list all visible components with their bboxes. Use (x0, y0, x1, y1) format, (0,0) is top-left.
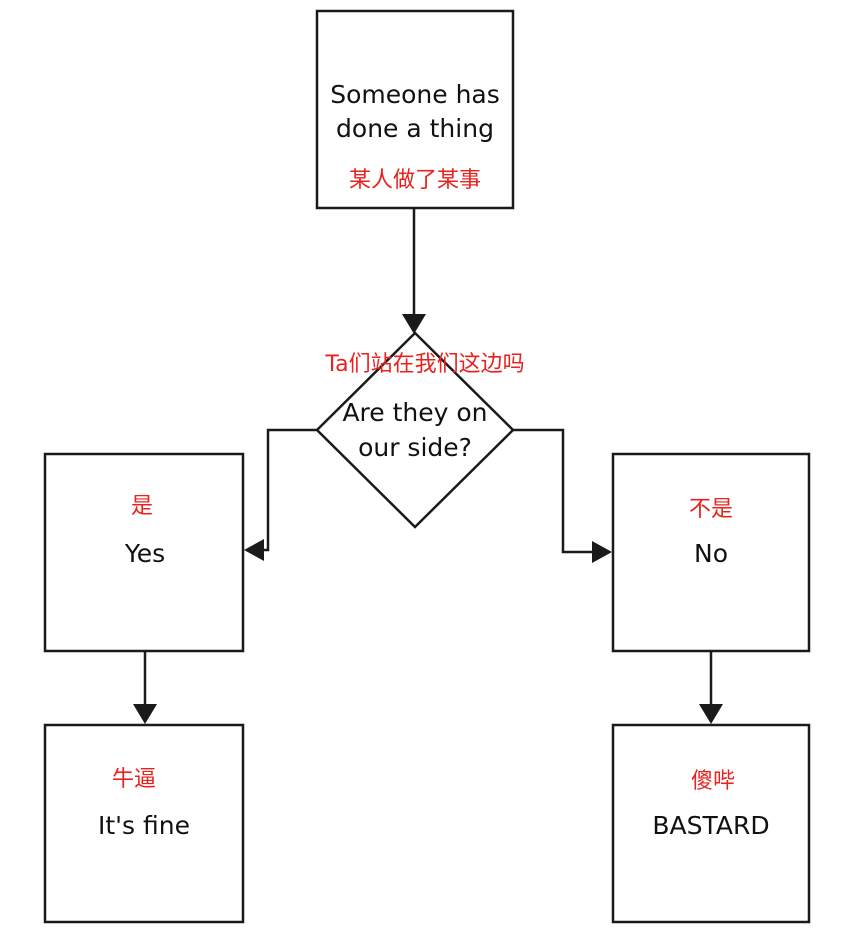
decision-line2: our side? (358, 433, 472, 462)
decision-line1: Are they on (342, 398, 487, 427)
node-no: 不是 No (611, 452, 811, 653)
edge-yes-to-fine (133, 652, 157, 724)
edge-decision-to-no (512, 428, 612, 563)
node-fine: 牛逼 It's fine (43, 723, 245, 924)
bastard-label: BASTARD (652, 811, 769, 840)
bastard-annotation: 傻哔 (691, 769, 735, 794)
start-annotation: 某人做了某事 (349, 168, 481, 193)
node-decision: Ta们站在我们这边吗 Are they on our side? (315, 331, 525, 529)
yes-label: Yes (124, 539, 165, 568)
fine-label: It's fine (98, 811, 190, 840)
start-line2: done a thing (336, 114, 494, 143)
node-start: Someone has done a thing 某人做了某事 (315, 9, 515, 210)
start-line1: Someone has (330, 80, 500, 109)
node-bastard: 傻哔 BASTARD (611, 723, 811, 924)
edge-start-to-decision (402, 208, 426, 334)
fine-annotation: 牛逼 (112, 767, 156, 792)
no-label: No (694, 539, 728, 568)
no-annotation: 不是 (689, 497, 733, 522)
decision-annotation: Ta们站在我们这边吗 (324, 352, 524, 377)
edge-decision-to-yes (244, 428, 318, 561)
node-yes: 是 Yes (43, 452, 245, 653)
yes-annotation: 是 (131, 494, 153, 519)
edge-no-to-bastard (699, 652, 723, 724)
